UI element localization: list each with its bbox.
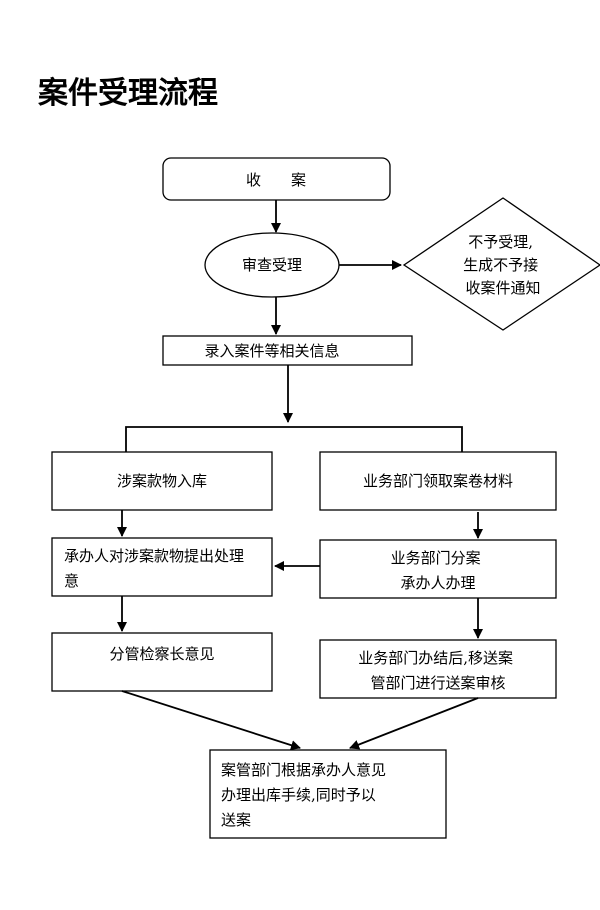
svg-text:承办人对涉案款物提出处理 意: 承办人对涉案款物提出处理 意 xyxy=(64,547,249,590)
node-transfer-line-2: 管部门进行送案审核 xyxy=(370,674,505,692)
node-storage: 涉案款物入库 xyxy=(51,451,273,511)
node-reject-line-1: 不予受理, xyxy=(468,233,533,251)
node-final-line-1: 案管部门根据承办人意见 xyxy=(221,761,386,779)
node-chief-opinion-label: 分管检察长意见 xyxy=(109,645,214,663)
node-assign-line-1: 业务部门分案 xyxy=(391,549,481,567)
node-fetch: 业务部门领取案卷材料 xyxy=(319,451,557,511)
node-final-line-2: 办理出库手续,同时予以 xyxy=(221,786,376,804)
node-assign-line-2: 承办人办理 xyxy=(400,574,475,592)
node-record: 录入案件等相关信息 xyxy=(162,335,413,366)
svg-text:不予受理, 生成不予接 收案件通知: 不予受理, 生成不予接 收案件通知 xyxy=(463,233,543,297)
node-final-line-3: 送案 xyxy=(221,811,251,829)
node-record-label: 录入案件等相关信息 xyxy=(204,342,339,360)
node-review: 审查受理 xyxy=(204,232,340,298)
node-transfer-line-1: 业务部门办结后,移送案 xyxy=(358,649,513,667)
node-chief-opinion: 分管检察长意见 xyxy=(51,632,273,692)
node-receive: 收 案 xyxy=(162,157,391,201)
node-reject-line-3: 收案件通知 xyxy=(465,279,540,297)
node-storage-label: 涉案款物入库 xyxy=(117,472,207,490)
node-handler-opinion-line-1: 承办人对涉案款物提出处理 xyxy=(64,547,244,565)
svg-text:案管部门根据承办人意见 办理出库手续,同时予以: 案管部门根据承办人意见 办理出库手续,同时予以 送案 xyxy=(221,761,391,829)
svg-text:业务部门办结后,移送案 管部门进行送案审核: 业务部门办结后,移送案 管部门进行送案审核 xyxy=(358,649,518,692)
node-receive-label: 收 案 xyxy=(246,171,306,189)
edge-chief-final xyxy=(121,690,301,751)
svg-text:业务部门分案 承办人办理: 业务部门分案 承办人办理 xyxy=(391,549,486,592)
node-reject-line-2: 生成不予接 xyxy=(463,256,538,274)
edge-split-bracket xyxy=(125,426,463,452)
node-assign: 业务部门分案 承办人办理 xyxy=(319,539,557,599)
node-handler-opinion-line-2: 意 xyxy=(64,572,79,590)
edge-transfer-final xyxy=(349,697,479,750)
node-final: 案管部门根据承办人意见 办理出库手续,同时予以 送案 xyxy=(209,749,447,839)
node-fetch-label: 业务部门领取案卷材料 xyxy=(363,472,513,490)
node-reject: 不予受理, 生成不予接 收案件通知 xyxy=(402,197,600,331)
node-handler-opinion: 承办人对涉案款物提出处理 意 xyxy=(51,537,273,597)
node-transfer: 业务部门办结后,移送案 管部门进行送案审核 xyxy=(319,639,557,699)
node-review-label: 审查受理 xyxy=(242,256,302,274)
page-title: 案件受理流程 xyxy=(38,76,218,111)
